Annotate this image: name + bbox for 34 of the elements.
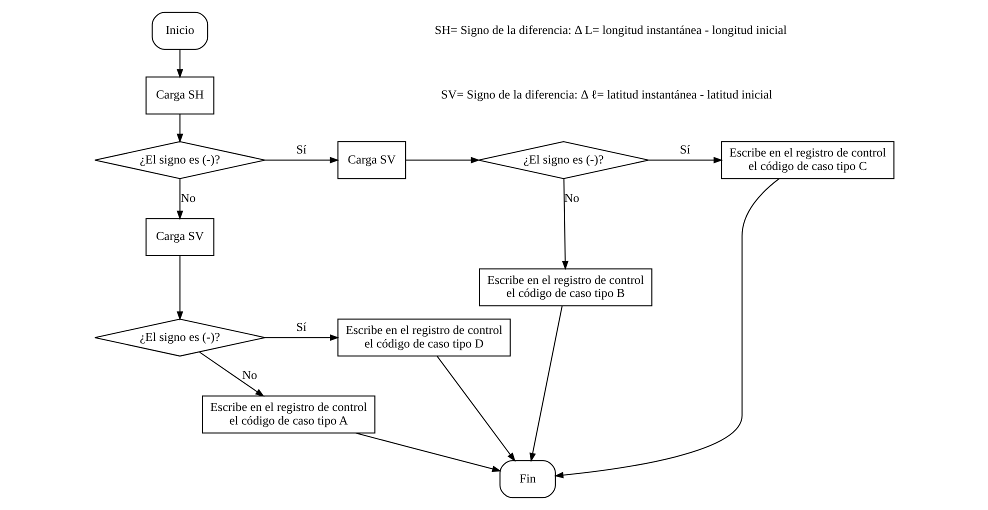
edge-label: Sí: [679, 142, 690, 157]
node-box: Escribe en el registro de control el código de caso tipo C: [720, 141, 894, 180]
arrow: [554, 178, 779, 478]
node-box: Escribe en el registro de control el código de caso tipo A: [202, 396, 375, 434]
label: SV= Signo de la diferencia: Δ ℓ= latitud instantánea - latitud inicial: [440, 88, 772, 102]
arrow: [198, 352, 264, 397]
arrow: [176, 178, 183, 220]
edge-label: Sí: [296, 142, 306, 157]
arrow: [405, 156, 480, 164]
edge-label: No: [180, 190, 196, 205]
arrow: [264, 334, 339, 341]
edge-label: Sí: [296, 320, 306, 334]
node-box: Carga SV: [145, 218, 214, 256]
arrow: [562, 178, 568, 270]
node-box: Carga SH: [145, 76, 214, 114]
node-box: Fin: [498, 460, 556, 498]
arrow: [264, 156, 339, 164]
node-box: Escribe en el registro de control el código de caso tipo B: [478, 268, 652, 306]
label: SH= Signo de la diferencia: Δ L= longitud instantánea - longitud inicial: [434, 23, 786, 38]
edge-label: No: [564, 190, 579, 205]
arrow: [648, 156, 722, 164]
arrow: [176, 50, 183, 78]
node-diamond: ¿El signo es (-)?: [94, 318, 265, 357]
arrow: [176, 256, 183, 321]
node-diamond: ¿El signo es (-)?: [94, 141, 265, 180]
node-box: Escribe en el registro de control el código de caso tipo D: [336, 318, 510, 357]
arrow: [354, 432, 501, 472]
node-diamond: ¿El signo es (-)?: [478, 141, 649, 180]
edge-label: No: [242, 368, 257, 382]
arrow: [176, 114, 183, 144]
node-box: Inicio: [151, 12, 208, 50]
node-box: Carga SV: [336, 141, 406, 180]
arrow: [436, 356, 516, 462]
arrow: [529, 306, 562, 462]
